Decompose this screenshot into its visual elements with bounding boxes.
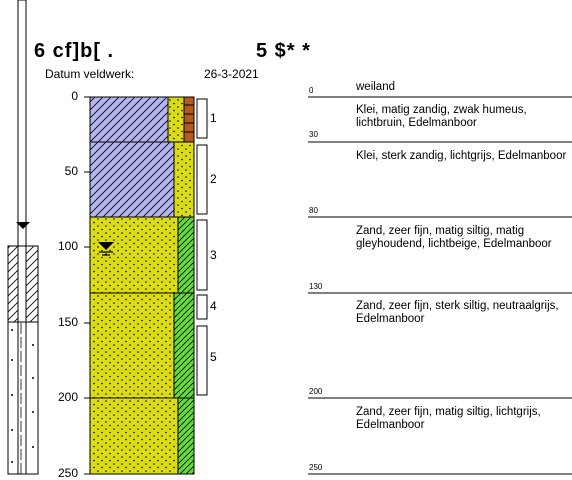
layer-description: Zand, zeer fijn, matig siltig, lichtgrij… (356, 406, 541, 431)
elevation-value: 5 $* * (256, 40, 311, 62)
sample-box-2 (196, 144, 208, 215)
sample-box-4 (196, 294, 208, 320)
sample-box-5 (196, 325, 208, 396)
lithology-column (89, 96, 195, 475)
humus-band (183, 96, 195, 143)
layer-depth: 130 (309, 282, 323, 291)
water-level-marker (16, 222, 30, 229)
layer-description: Zand, zeer fijn, matig siltig, matig gle… (356, 225, 552, 250)
layer-sand-3 (89, 397, 179, 475)
depth-tick-label: 0 (71, 89, 78, 103)
borehole-title: 6 cf]b[ . (34, 40, 115, 62)
layer-clay-1 (89, 96, 169, 143)
groundwater-symbol (98, 242, 114, 256)
sample-number: 4 (210, 299, 217, 313)
depth-tick-label: 50 (64, 164, 78, 178)
sample-box-3 (196, 219, 208, 291)
layer-description: Klei, matig zandig, zwak humeus, lichtbr… (356, 104, 527, 129)
sample-boxes (196, 98, 208, 396)
fieldwork-date-label: Datum veldwerk: (45, 67, 135, 81)
layer-description: Zand, zeer fijn, sterk siltig, neutraalg… (356, 300, 559, 325)
description-rules (308, 96, 572, 475)
layer-depth: 250 (309, 463, 323, 472)
depth-tick-label: 150 (57, 315, 78, 329)
sample-number: 5 (210, 350, 217, 364)
layer-description: weiland (356, 81, 395, 93)
layer-depth: 80 (309, 206, 318, 215)
piezometer-diagram (7, 0, 39, 475)
sample-box-1 (196, 98, 208, 139)
depth-tick-label: 250 (57, 466, 78, 480)
depth-tick-label: 200 (57, 390, 78, 404)
layer-depth: 30 (309, 130, 318, 139)
sample-number: 1 (210, 111, 217, 125)
sample-number: 3 (210, 248, 217, 262)
depth-axis (84, 96, 91, 475)
layer-depth: 0 (309, 86, 314, 95)
layer-sand-2 (89, 292, 175, 399)
sample-number: 2 (210, 172, 217, 186)
depth-tick-label: 100 (57, 239, 78, 253)
layer-depth: 200 (309, 387, 323, 396)
fieldwork-date-value: 26-3-2021 (204, 67, 259, 81)
layer-clay-2 (89, 141, 175, 218)
layer-description: Klei, sterk zandig, lichtgrijs, Edelmanb… (356, 150, 567, 162)
